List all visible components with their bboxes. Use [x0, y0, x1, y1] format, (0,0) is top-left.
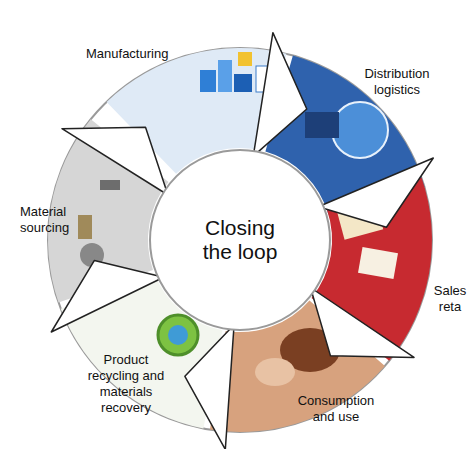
distribution-globe [305, 102, 388, 158]
manufacturing-blocks [200, 52, 272, 92]
flow-arrowheads [33, 33, 448, 449]
center-disc [150, 150, 330, 330]
recycling-globe [158, 315, 198, 355]
stage-label: Consumption and use [287, 393, 385, 425]
stage-label: Manufacturing [86, 46, 181, 62]
stage-label: Material sourcing [20, 204, 86, 236]
center-title: Closing the loop [192, 216, 288, 264]
stage-label: Product recycling and materials recovery [80, 352, 172, 416]
stage-label: Distribution logistics [356, 66, 438, 98]
center-circle: Closing the loop [152, 152, 328, 328]
stage-label: Sales reta [428, 283, 472, 315]
